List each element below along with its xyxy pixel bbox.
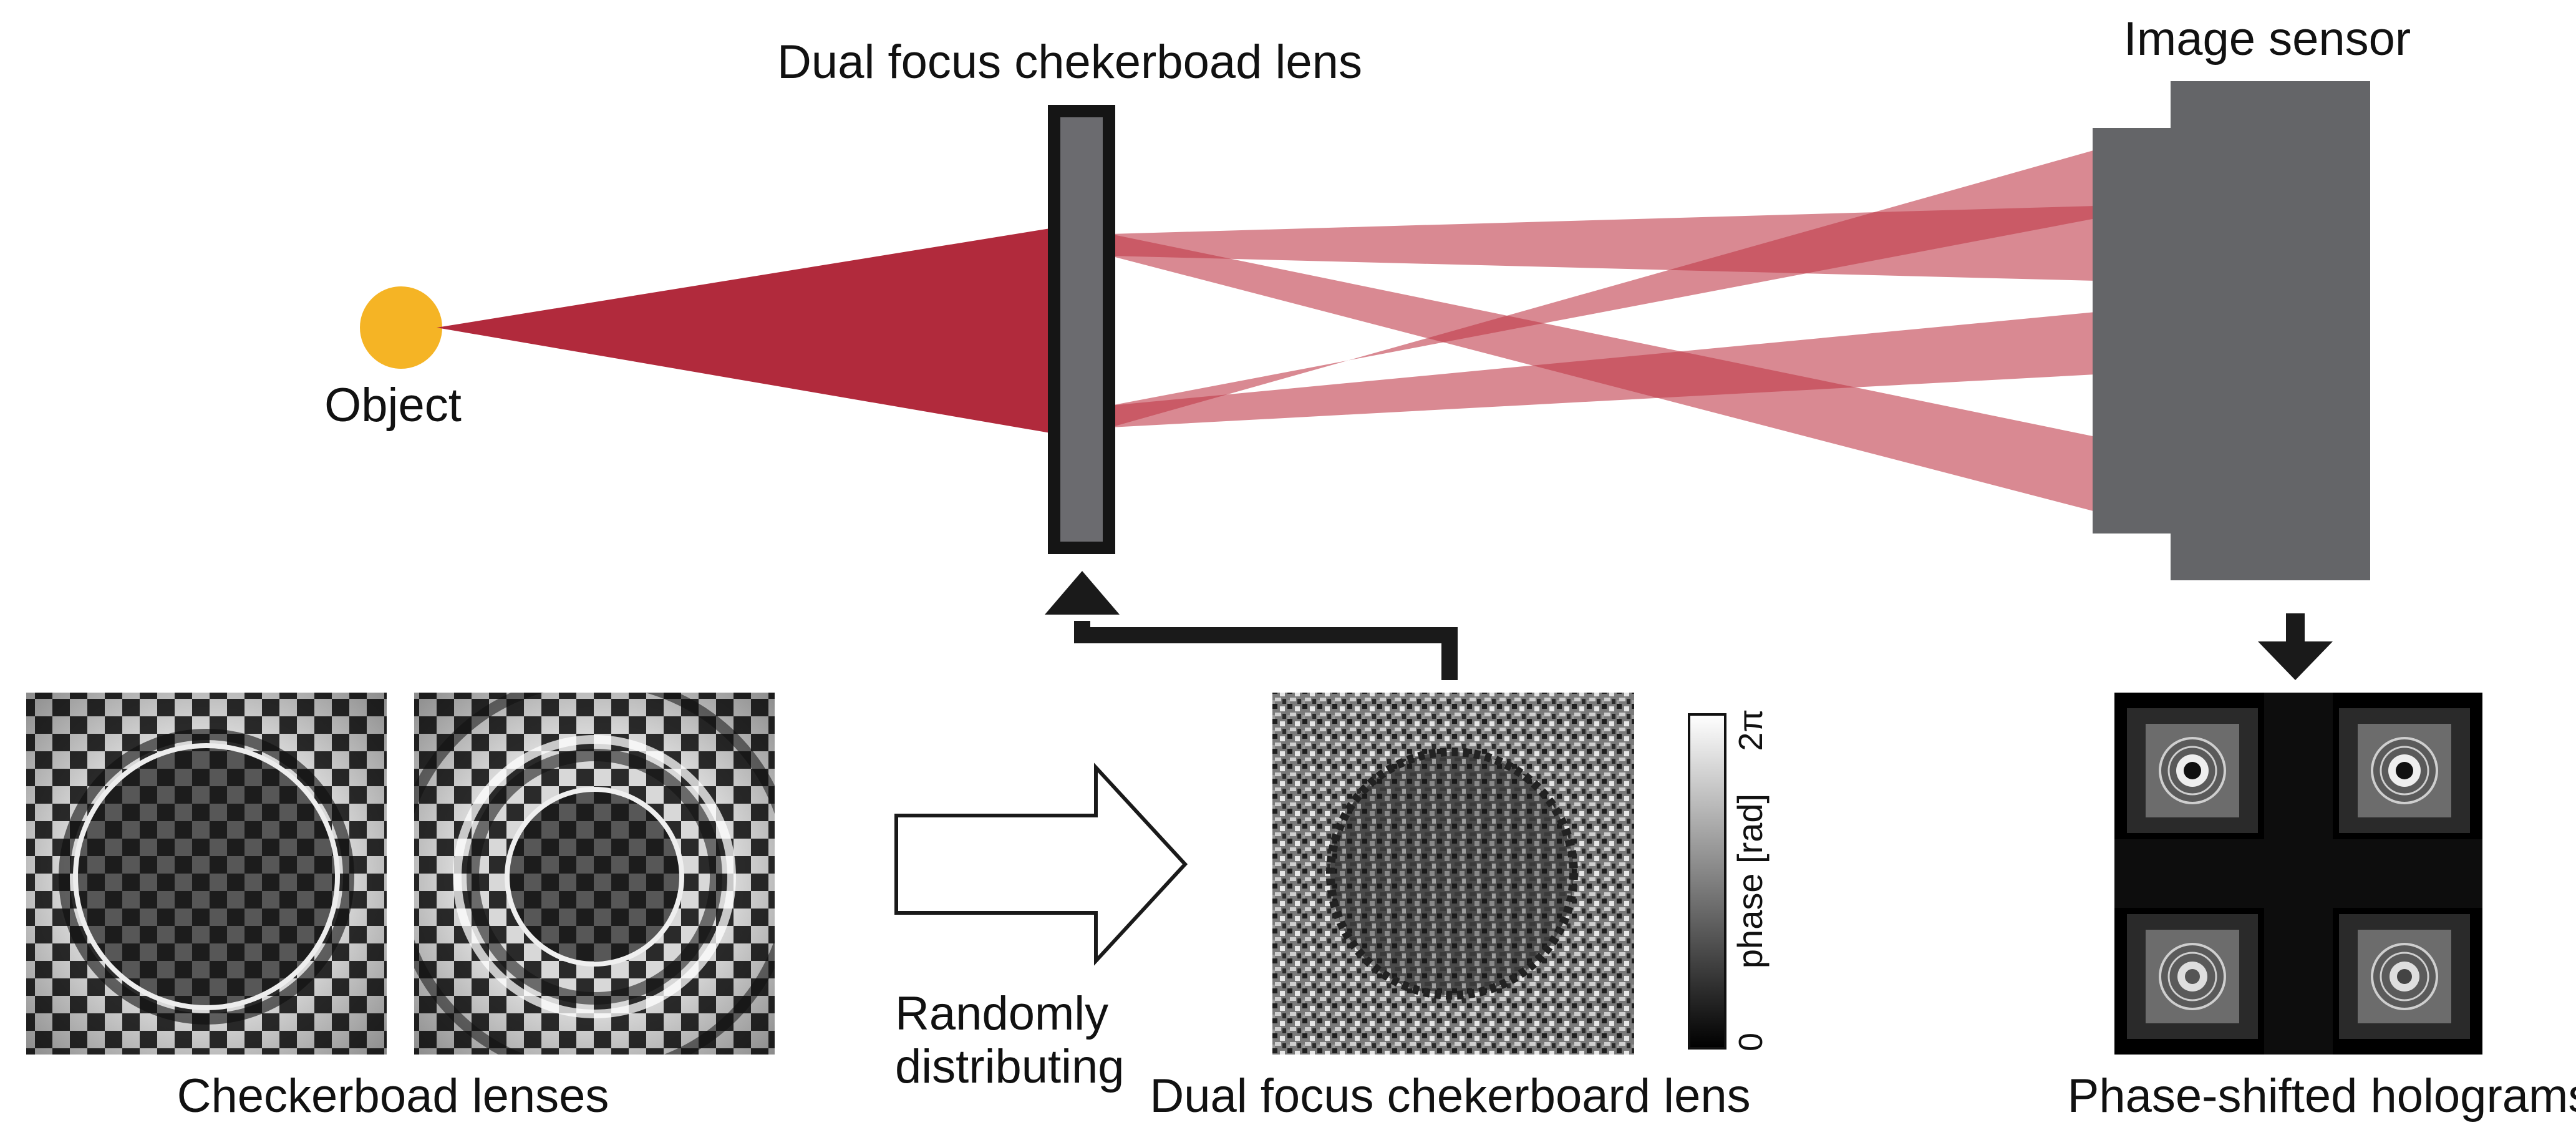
object-point-source [360, 286, 442, 369]
sensor-arrow-head [2258, 641, 2333, 680]
colorbar-max: 2π [1732, 709, 1770, 751]
image-sensor [2093, 81, 2370, 580]
lens-bottom-label: Dual focus chekerboard lens [1150, 1069, 1750, 1123]
hologram-3 [2127, 914, 2258, 1039]
phase-colorbar [1688, 713, 1726, 1050]
image-sensor-label: Image sensor [2124, 12, 2411, 66]
colorbar-min: 0 [1732, 1033, 1770, 1051]
sensor-arrow-shaft [2286, 613, 2305, 646]
object-label: Object [324, 379, 462, 432]
hologram-1 [2127, 708, 2258, 833]
randomly-label-line2: distributing [895, 1040, 1125, 1093]
randomly-label-line1: Randomly [895, 987, 1108, 1040]
hologram-4 [2339, 914, 2470, 1039]
phase-shifted-holograms [2114, 693, 2482, 1055]
colorbar-label: phase [rad] [1730, 794, 1770, 968]
input-beam [437, 228, 1054, 434]
feedback-arrow-head [1045, 571, 1120, 615]
checkerboard-lens-b [414, 693, 775, 1055]
feedback-arrow-line [1074, 621, 1458, 680]
lens-top-label: Dual focus chekerboad lens [777, 36, 1362, 89]
hologram-2 [2339, 708, 2470, 833]
checkerboard-lens-a [26, 693, 387, 1055]
checkerboard-lenses-label: Checkerboad lenses [177, 1069, 609, 1123]
randomly-distributing-arrow [894, 762, 1188, 966]
dual-focus-lens-element [1048, 105, 1115, 554]
holograms-label: Phase-shifted holograms [2068, 1069, 2576, 1123]
dual-focus-lens-phase-map [1272, 693, 1634, 1055]
output-beams [1110, 150, 2096, 512]
